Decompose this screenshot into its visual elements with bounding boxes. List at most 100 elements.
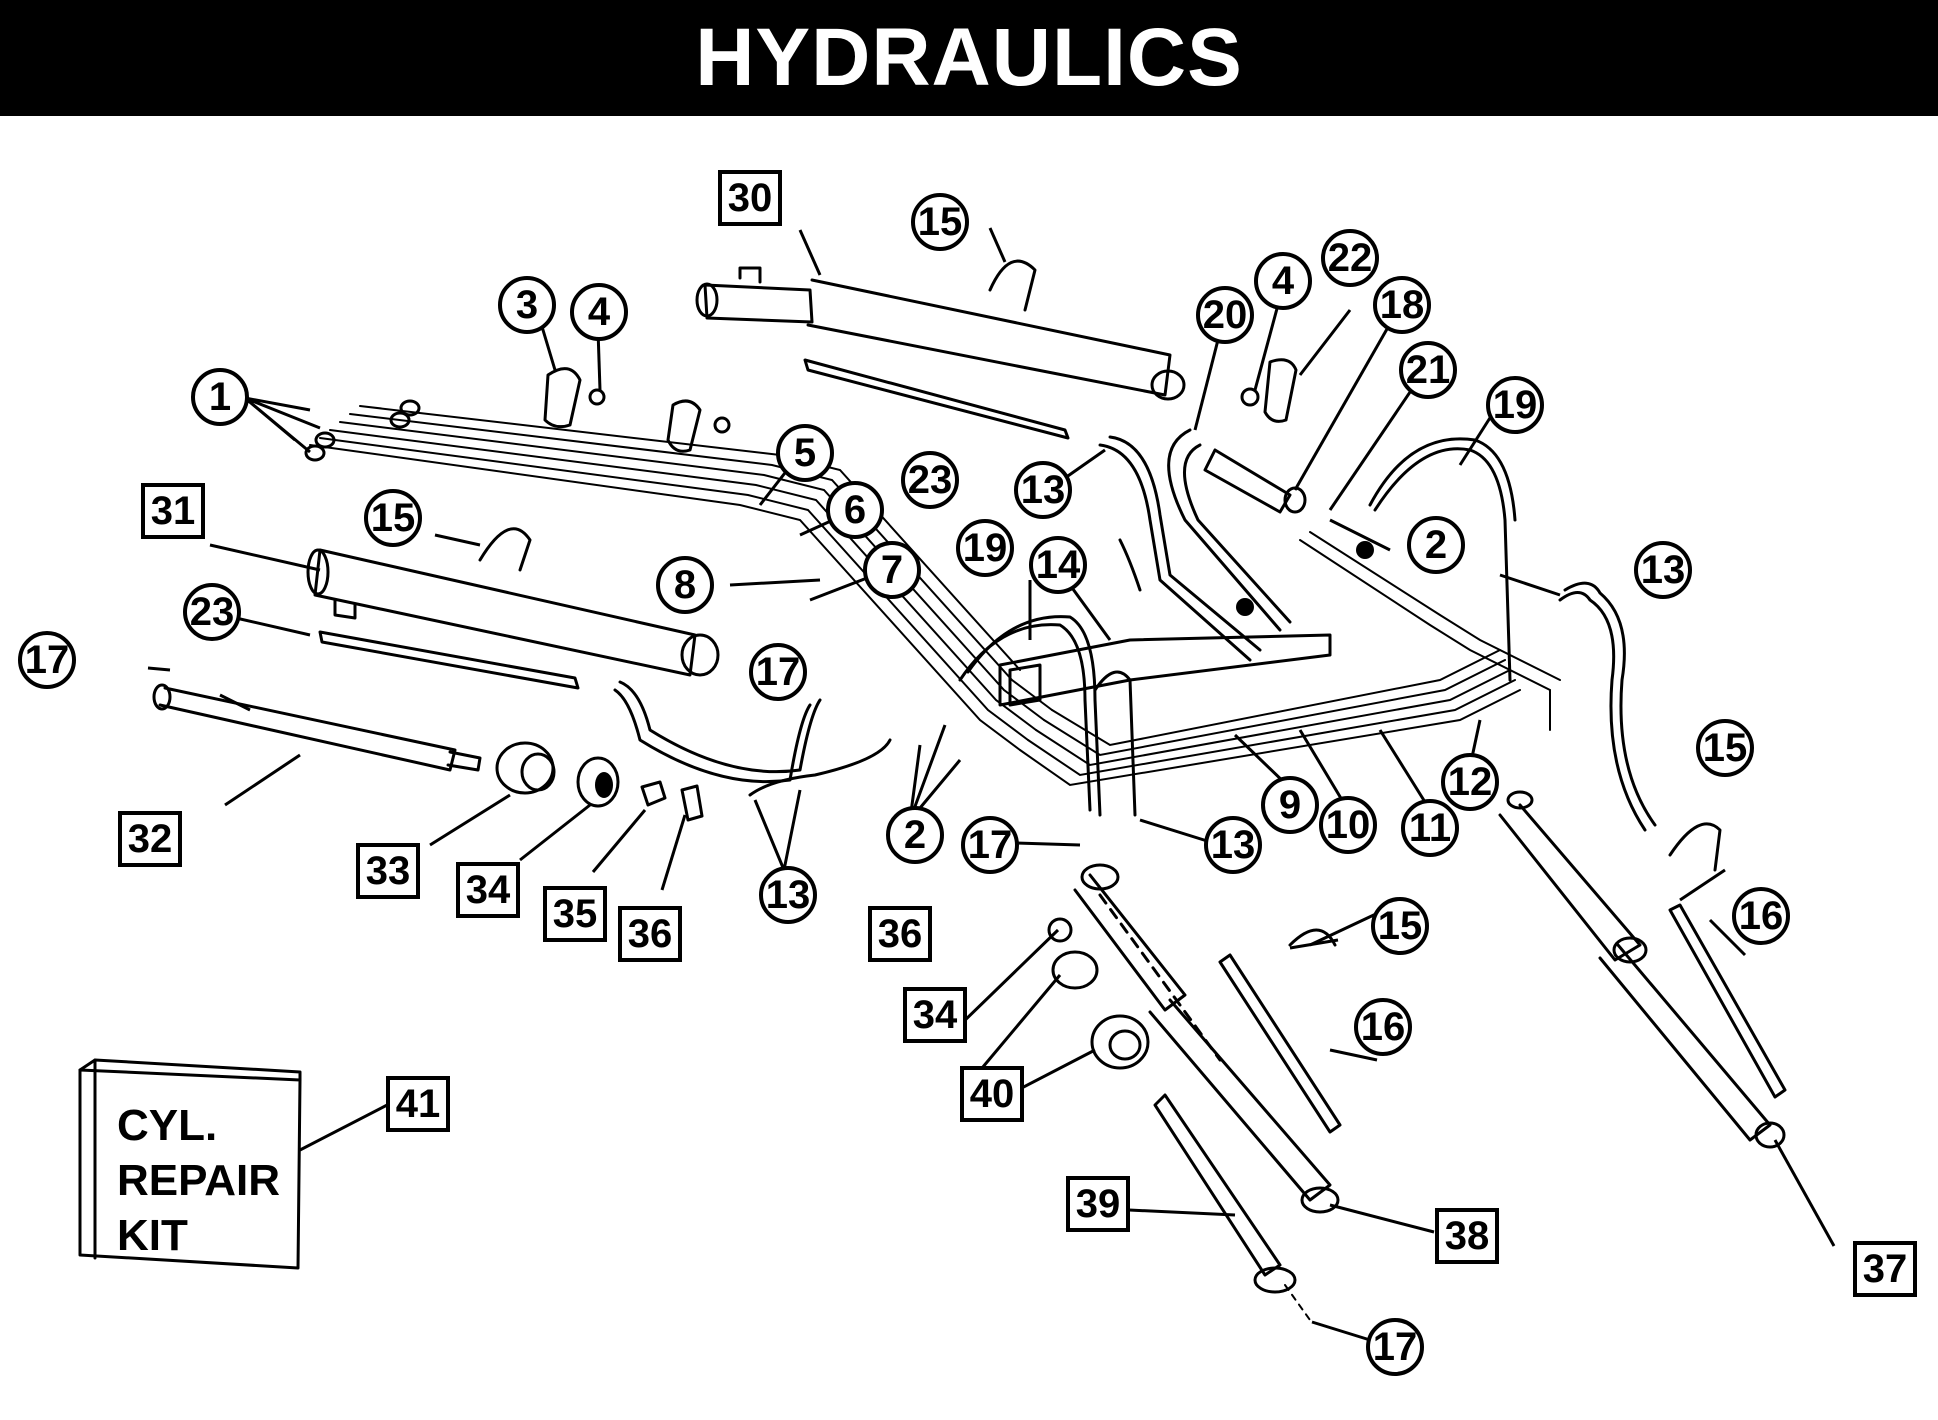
callout-label: 17 <box>1373 1325 1418 1369</box>
callout-label: 15 <box>371 496 416 540</box>
callout-label: 14 <box>1036 543 1081 587</box>
callout-17: 17 <box>1366 1318 1424 1376</box>
callout-10: 10 <box>1319 796 1377 854</box>
callout-3: 3 <box>498 276 556 334</box>
callout-label: 19 <box>963 526 1008 570</box>
callout-label: 10 <box>1326 803 1371 847</box>
callout-18: 18 <box>1373 276 1431 334</box>
callout-label: 11 <box>1409 806 1451 850</box>
callout-15: 15 <box>364 489 422 547</box>
callout-label: 16 <box>1361 1005 1406 1049</box>
callout-35: 35 <box>543 886 607 942</box>
repair-kit-line-1: CYL. <box>117 1101 217 1150</box>
callout-40: 40 <box>960 1066 1024 1122</box>
callout-label: 34 <box>466 868 511 912</box>
callout-19: 19 <box>1486 376 1544 434</box>
callout-label: 17 <box>25 638 70 682</box>
callout-13: 13 <box>1634 541 1692 599</box>
callout-label: 36 <box>628 912 673 956</box>
callout-34: 34 <box>456 862 520 918</box>
callout-37: 37 <box>1853 1241 1917 1297</box>
callout-31: 31 <box>141 483 205 539</box>
callout-label: 33 <box>366 849 411 893</box>
callout-label: 2 <box>1425 523 1447 567</box>
callout-label: 12 <box>1448 760 1493 804</box>
callout-label: 16 <box>1739 894 1784 938</box>
callout-13: 13 <box>759 866 817 924</box>
callout-label: 7 <box>881 548 903 592</box>
callout-label: 1 <box>209 375 231 419</box>
callout-label: 20 <box>1203 293 1248 337</box>
callout-label: 13 <box>766 873 811 917</box>
callout-16: 16 <box>1354 998 1412 1056</box>
callout-label: 31 <box>151 489 196 533</box>
callout-label: 13 <box>1641 548 1686 592</box>
callouts: 1 2 2 3 4 4 5 6 7 8 9 10 11 12 13 13 13 … <box>18 170 1917 1376</box>
callout-label: 13 <box>1211 823 1256 867</box>
callout-label: 36 <box>878 912 923 956</box>
leader-lines <box>147 227 1836 1342</box>
callout-2: 2 <box>886 806 944 864</box>
callout-label: 18 <box>1380 283 1425 327</box>
callout-label: 39 <box>1076 1182 1121 1226</box>
callout-label: 17 <box>968 823 1013 867</box>
callout-9: 9 <box>1261 776 1319 834</box>
callout-label: 3 <box>516 283 538 327</box>
callout-label: 13 <box>1021 468 1066 512</box>
callout-label: 15 <box>918 200 963 244</box>
callout-4: 4 <box>570 283 628 341</box>
callout-21: 21 <box>1399 341 1457 399</box>
callout-6: 6 <box>826 481 884 539</box>
callout-32: 32 <box>118 811 182 867</box>
page-title: HYDRAULICS <box>695 12 1243 103</box>
callout-label: 4 <box>1272 259 1295 303</box>
callout-8: 8 <box>656 556 714 614</box>
callout-label: 30 <box>728 176 773 220</box>
callout-41: 41 <box>386 1076 450 1132</box>
callout-4: 4 <box>1254 252 1312 310</box>
title-bar: HYDRAULICS <box>0 0 1938 116</box>
callout-label: 5 <box>794 431 816 475</box>
callout-label: 19 <box>1493 383 1538 427</box>
cylinder-31-drawing <box>306 548 720 677</box>
callout-15: 15 <box>1371 897 1429 955</box>
callout-16: 16 <box>1732 887 1790 945</box>
callout-1: 1 <box>191 368 249 426</box>
part-artwork <box>78 259 1787 1321</box>
callout-23: 23 <box>183 583 241 641</box>
callout-label: 4 <box>588 290 611 334</box>
cylinder-30-drawing <box>695 266 1186 401</box>
callout-label: 6 <box>844 488 866 532</box>
callout-label: 38 <box>1445 1214 1490 1258</box>
callout-label: 2 <box>904 813 926 857</box>
repair-kit-line-3: KIT <box>117 1211 188 1260</box>
callout-label: 34 <box>913 993 958 1037</box>
callout-39: 39 <box>1066 1176 1130 1232</box>
callout-13: 13 <box>1204 816 1262 874</box>
callout-38: 38 <box>1435 1208 1499 1264</box>
callout-15: 15 <box>1696 719 1754 777</box>
callout-label: 41 <box>396 1082 441 1126</box>
cylinder-38-drawing <box>1073 863 1342 1214</box>
callout-label: 37 <box>1863 1247 1908 1291</box>
callout-12: 12 <box>1441 753 1499 811</box>
callout-label: 17 <box>756 650 801 694</box>
repair-kit-line-2: REPAIR <box>117 1156 280 1205</box>
callout-label: 8 <box>674 563 696 607</box>
callout-label: 40 <box>970 1072 1015 1116</box>
callout-33: 33 <box>356 843 420 899</box>
callout-15: 15 <box>911 193 969 251</box>
callout-20: 20 <box>1196 286 1254 344</box>
callout-11: 11 <box>1401 799 1459 857</box>
callout-30: 30 <box>718 170 782 226</box>
callout-17: 17 <box>18 631 76 689</box>
callout-17: 17 <box>961 816 1019 874</box>
callout-17: 17 <box>749 643 807 701</box>
callout-22: 22 <box>1321 229 1379 287</box>
callout-36: 36 <box>618 906 682 962</box>
callout-label: 32 <box>128 817 173 861</box>
callout-label: 21 <box>1406 348 1451 392</box>
steel-lines-drawing <box>304 399 1561 787</box>
callout-label: 22 <box>1328 236 1373 280</box>
